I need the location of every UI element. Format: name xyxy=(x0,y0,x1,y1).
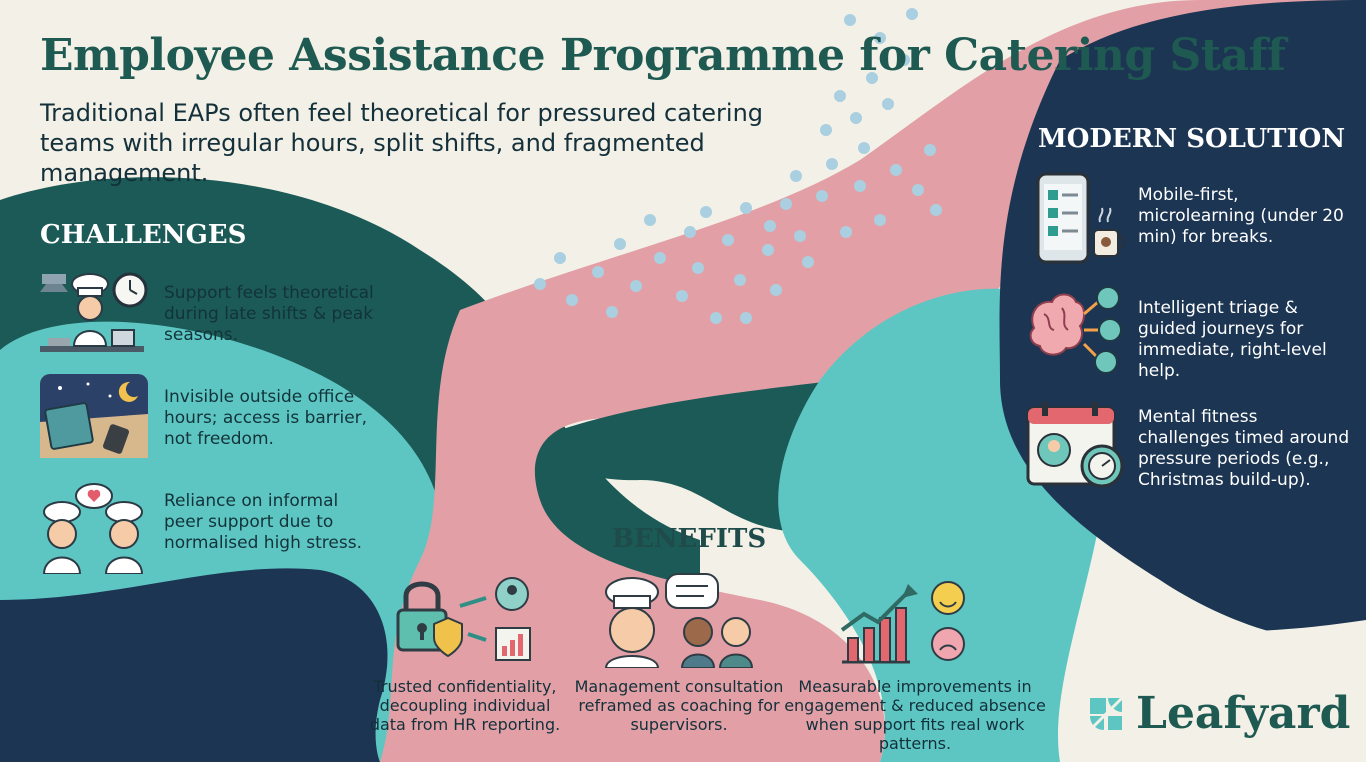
lock-shield-icon xyxy=(396,577,531,661)
growth-chart-faces-icon xyxy=(840,581,965,664)
cream-bottom-right xyxy=(1080,620,1366,762)
challenge-item-3-text: Reliance on informal peer support due to… xyxy=(164,491,362,553)
dot-pattern xyxy=(534,8,942,324)
peer-chefs-heart-icon xyxy=(42,483,144,574)
mobile-checklist-coffee-icon xyxy=(1036,172,1125,264)
leaf-logo-icon xyxy=(1088,696,1124,731)
challenges-heading: CHALLENGES xyxy=(40,220,247,250)
solution-item-1-text: Mobile-first, microlearning (under 20 mi… xyxy=(1138,185,1344,247)
solution-item-2-text: Intelligent triage & guided journeys for… xyxy=(1138,298,1327,381)
brand-name: Leafyard xyxy=(1136,688,1351,739)
chef-coaching-icon xyxy=(604,573,754,668)
benefit-item-3-text: Measurable improvements in engagement & … xyxy=(784,677,1046,753)
challenge-item-2-text: Invisible outside office hours; access i… xyxy=(164,387,368,449)
solution-item-3-text: Mental fitness challenges timed around p… xyxy=(1138,407,1350,490)
navy-bottom-blob xyxy=(0,568,388,762)
brain-triage-icon xyxy=(1029,286,1122,374)
benefit-item-2-text: Management consultation reframed as coac… xyxy=(574,677,784,734)
chef-kitchen-clock-icon xyxy=(40,272,148,352)
page-title: Employee Assistance Programme for Cateri… xyxy=(40,30,1286,81)
benefits-heading: BENEFITS xyxy=(612,524,767,554)
challenge-item-1-text: Support feels theoretical during late sh… xyxy=(164,283,374,345)
calendar-timer-icon xyxy=(1026,402,1124,488)
benefit-item-1-text: Trusted confidentiality, decoupling indi… xyxy=(369,677,561,734)
page-subtitle: Traditional EAPs often feel theoretical … xyxy=(40,99,764,187)
night-book-phone-icon xyxy=(40,374,148,458)
modern-solution-heading: MODERN SOLUTION xyxy=(1038,124,1346,154)
brand-logo: Leafyard xyxy=(1086,688,1350,739)
